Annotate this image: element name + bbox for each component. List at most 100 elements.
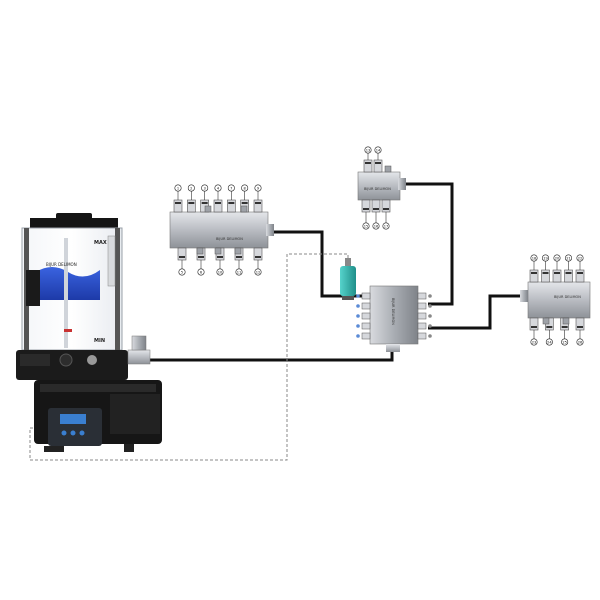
side-fitting [417, 322, 427, 330]
port-number: 17 [384, 224, 389, 228]
port-number-badge [576, 254, 584, 262]
divider-block-main: BIJUR DELIMON [356, 285, 432, 352]
outlet-port: 7 [227, 184, 236, 213]
sensor-body [340, 266, 356, 296]
port-number-badge [530, 338, 538, 346]
outlet-port: 19 [541, 254, 550, 283]
port-number-badge [372, 222, 380, 230]
port-number: 1 [177, 186, 179, 190]
port-indicator [356, 334, 360, 338]
port-number-badge [553, 254, 561, 262]
line-top-right-to-main [405, 182, 454, 306]
port-number-badge [564, 254, 572, 262]
port-number-badge [545, 338, 553, 346]
port-plug [562, 317, 570, 325]
outlet-port: 22 [575, 254, 585, 283]
side-fitting [417, 332, 427, 340]
port-plug [240, 205, 248, 213]
outlet-port: 9 [253, 184, 263, 213]
block-label: BIJUR DELIMON [554, 295, 581, 299]
controller-button-3[interactable] [79, 430, 85, 436]
port-indicator [428, 314, 432, 318]
port-number: 14 [376, 148, 381, 152]
port-indicator [356, 294, 360, 298]
block-body [527, 281, 591, 319]
port-number: 4 [217, 186, 220, 190]
port-number-badge [254, 184, 262, 192]
outlet-port: 1 [173, 184, 183, 213]
port-number: 23 [532, 340, 537, 344]
port-plug [214, 247, 222, 255]
outlet-port: 24 [545, 317, 554, 346]
outlet-port: 4 [213, 184, 223, 213]
side-fitting [361, 322, 371, 330]
outlet-port: 23 [529, 317, 539, 346]
port-indicator [428, 324, 432, 328]
port-number: 21 [566, 256, 571, 260]
outlet-port: 17 [381, 199, 391, 230]
port-plug [196, 247, 204, 255]
port-number: 26 [578, 340, 583, 344]
outlet-port: 18 [529, 254, 539, 283]
outlet-port: 21 [564, 254, 573, 283]
max-label: MAX [94, 240, 107, 246]
port-number-badge [216, 268, 224, 276]
side-fitting [417, 292, 427, 300]
block-body [369, 285, 419, 345]
controller-button-1[interactable] [61, 430, 67, 436]
port-indicator [428, 294, 432, 298]
port-number: 6 [200, 270, 203, 274]
port-number: 9 [257, 186, 260, 190]
outlet-port: 20 [552, 254, 562, 283]
port-number-badge [174, 184, 182, 192]
port-indicator [428, 304, 432, 308]
port-number-badge [214, 184, 222, 192]
port-number-badge [235, 268, 243, 276]
block-label: BIJUR DELIMON [364, 187, 391, 191]
side-fitting [361, 332, 371, 340]
port-number-badge [576, 338, 584, 346]
main-supply-line [150, 348, 394, 362]
side-fitting [361, 312, 371, 320]
port-number: 20 [555, 256, 560, 260]
port-indicator [428, 334, 432, 338]
controller-button-2[interactable] [70, 430, 76, 436]
port-number-badge [241, 184, 249, 192]
lubrication-pump: MAX MIN BIJUR DELIMON [16, 213, 162, 452]
block-body [357, 171, 401, 201]
port-plug [542, 317, 550, 325]
port-number-badge [362, 222, 370, 230]
port-number: 15 [364, 224, 369, 228]
flow-sensor [340, 258, 356, 300]
outlet-port: 26 [575, 317, 585, 346]
port-number: 18 [532, 256, 537, 260]
port-plug [384, 165, 392, 173]
level-scale [107, 235, 116, 287]
port-number: 16 [374, 224, 379, 228]
port-number-badge [530, 254, 538, 262]
block-body [169, 211, 269, 249]
port-number: 13 [366, 148, 371, 152]
port-indicator [356, 314, 360, 318]
outlet-port: 12 [253, 247, 263, 276]
port-number: 11 [237, 270, 242, 274]
port-number: 8 [244, 186, 247, 190]
port-indicator [356, 324, 360, 328]
sensor-signal-cable [29, 253, 349, 461]
port-plug [204, 205, 212, 213]
min-label: MIN [94, 338, 105, 344]
side-fitting [417, 302, 427, 310]
block-label: BIJUR DELIMON [216, 237, 243, 241]
side-fitting [361, 292, 371, 300]
outlet-port: 5 [177, 247, 187, 276]
outlet-fitting [127, 349, 151, 365]
outlet-port: 14 [373, 146, 383, 173]
port-number-badge [364, 146, 372, 154]
port-number: 7 [230, 186, 232, 190]
port-indicator [356, 304, 360, 308]
port-number: 5 [181, 270, 183, 274]
divider-block-top-right: BIJUR DELIMON 13 14 15 16 17 [357, 146, 406, 230]
